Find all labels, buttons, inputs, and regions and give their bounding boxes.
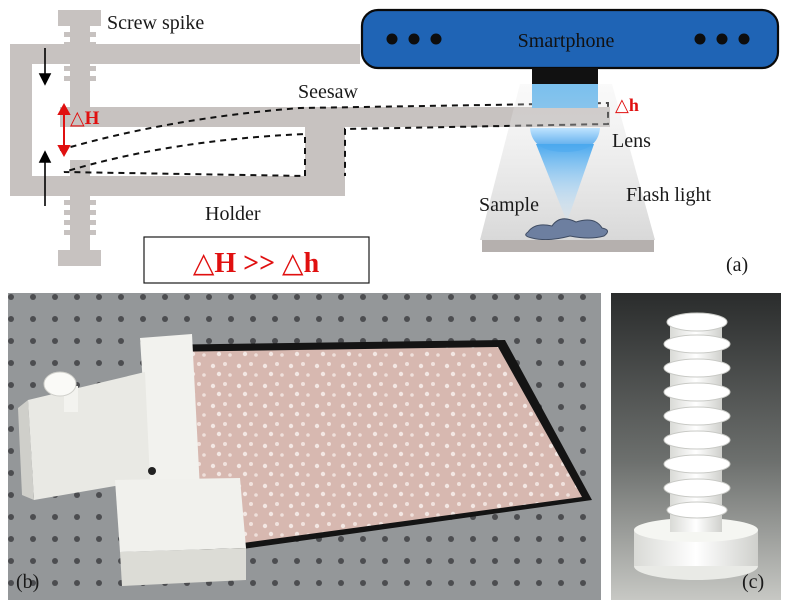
panel-label-c: (c) — [742, 571, 764, 593]
screw-spike-top — [58, 10, 101, 108]
sample-stage — [482, 240, 654, 252]
smartphone — [360, 8, 780, 70]
delta-H-label: △H — [70, 108, 100, 129]
panel-a-diagram: △H Smartphone △h Screw spike Seesaw Hol — [10, 8, 780, 284]
panel-b-photo: (b) — [8, 293, 601, 600]
sample-blob — [525, 218, 608, 241]
holder-label: Holder — [205, 203, 261, 225]
smartphone-label: Smartphone — [518, 30, 615, 52]
lens-label: Lens — [612, 130, 651, 152]
photo-screw — [634, 312, 758, 580]
panel-c-photo: (c) — [611, 293, 781, 600]
delta-h-large-arrow — [57, 102, 71, 158]
flash-light-label: Flash light — [626, 184, 711, 206]
equation-box — [143, 236, 370, 284]
holder-frame — [10, 44, 360, 196]
photo-phone-screen — [158, 347, 582, 548]
screw-spike-label: Screw spike — [107, 12, 204, 34]
seesaw-label: Seesaw — [298, 81, 359, 103]
equation-text: △H >> △h — [193, 248, 320, 279]
seesaw-deflected-outline — [59, 101, 609, 178]
light-cone — [536, 144, 594, 222]
panel-label-b: (b) — [16, 571, 39, 593]
seesaw-beam — [60, 107, 610, 134]
sample-label: Sample — [479, 194, 539, 216]
screw-arrows — [38, 48, 52, 206]
photo-white-holder — [18, 334, 246, 586]
screw-spike-bottom — [58, 160, 101, 266]
panel-label-a: (a) — [726, 254, 748, 276]
camera-module — [532, 68, 598, 84]
delta-h-label: △h — [615, 95, 639, 115]
